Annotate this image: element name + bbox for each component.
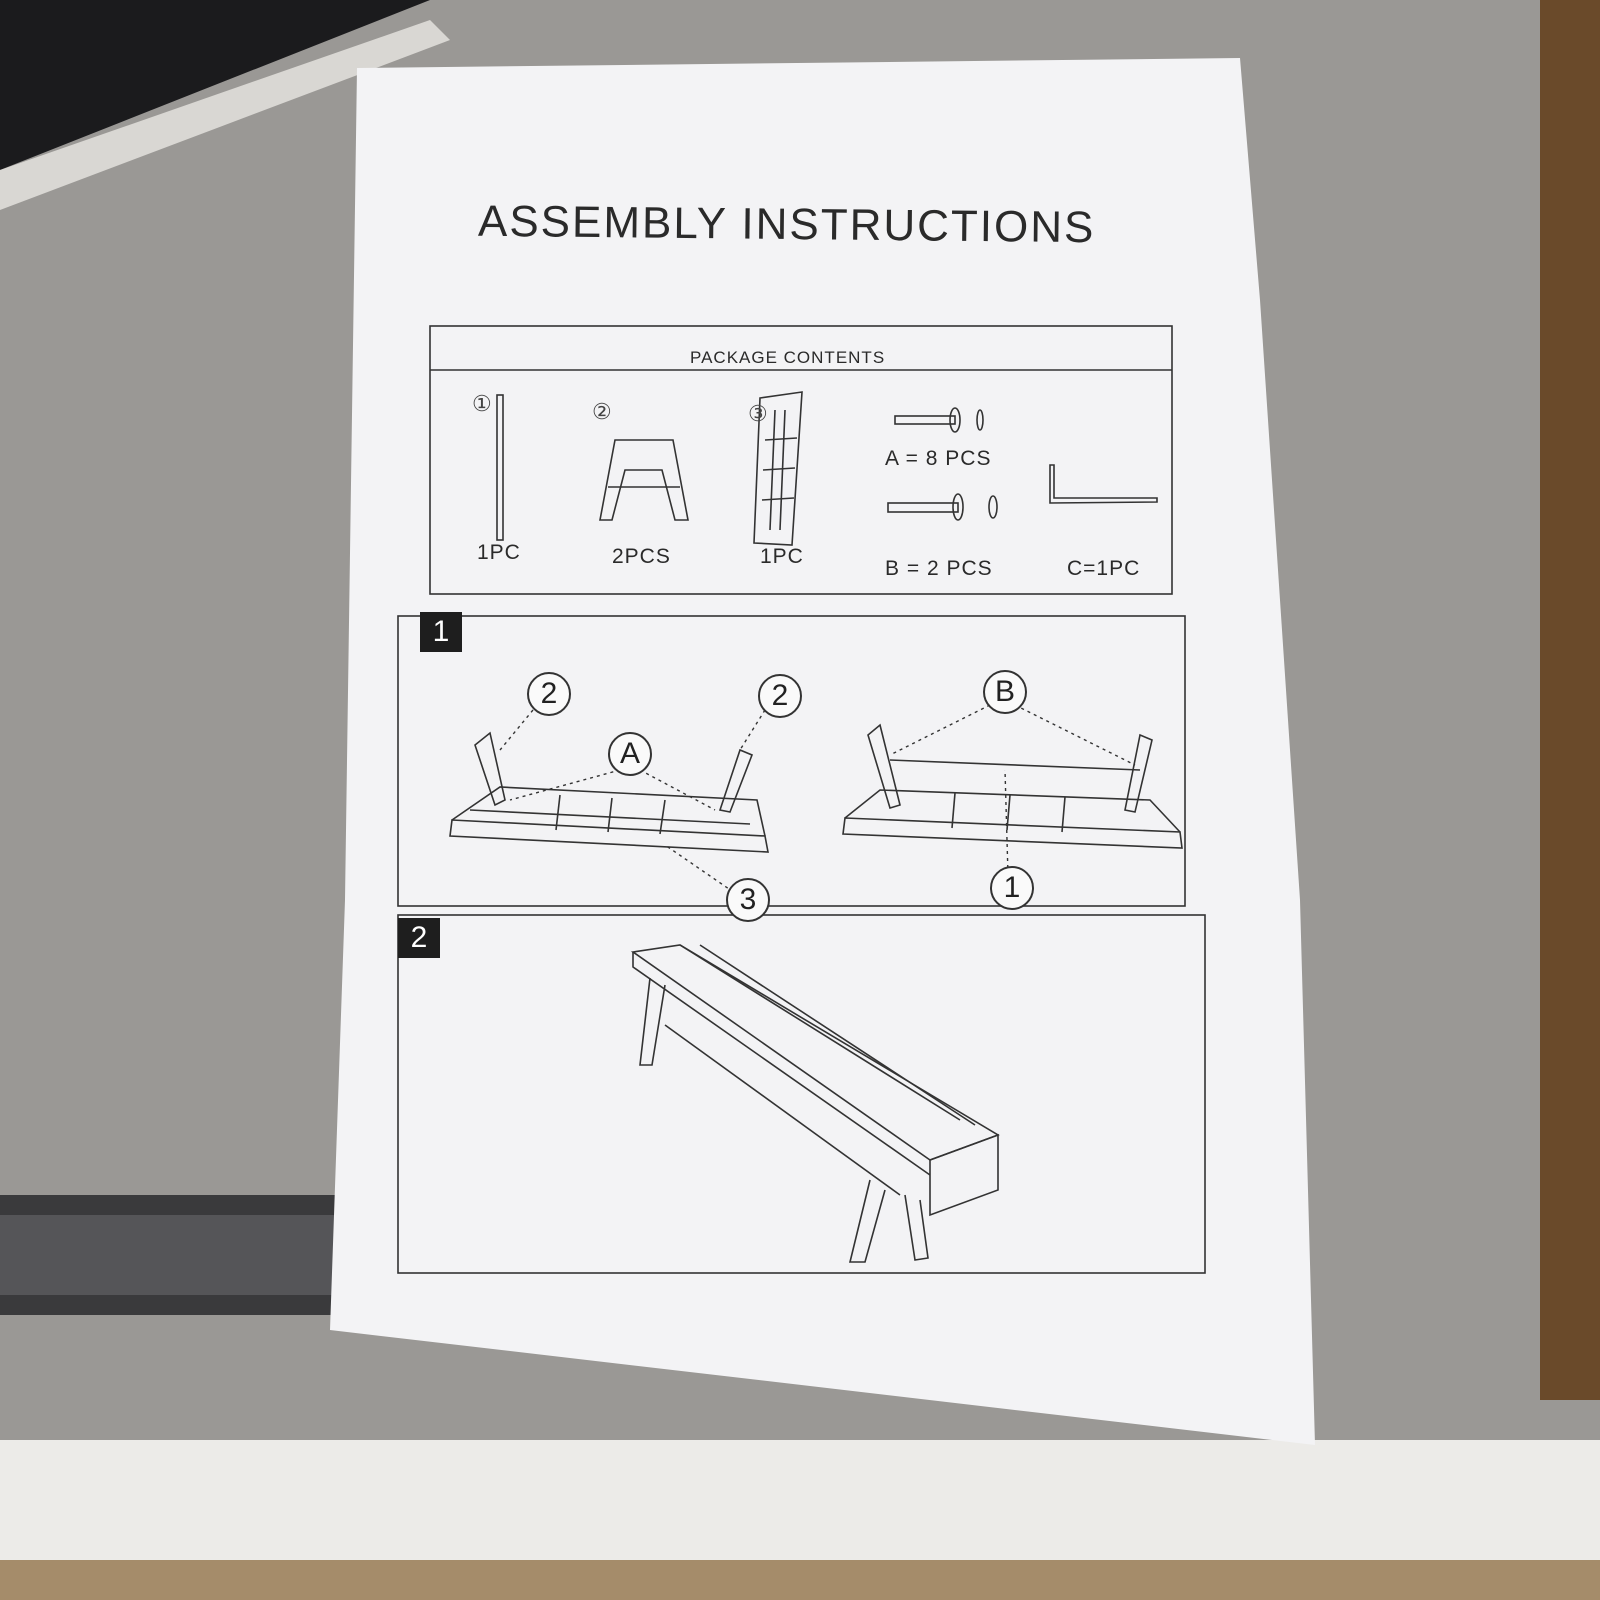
step-1-box xyxy=(397,615,1186,907)
part-rod-icon xyxy=(496,394,504,541)
package-contents-box xyxy=(429,325,1173,595)
part-3-marker: ③ xyxy=(748,402,768,427)
part-1-marker: ① xyxy=(472,392,492,417)
part-seat-frame-icon xyxy=(753,391,803,546)
allen-key-quantity: C=1PC xyxy=(1067,557,1141,580)
page-title: ASSEMBLY INSTRUCTIONS xyxy=(477,196,1096,253)
part-2-marker: ② xyxy=(592,400,612,425)
bolt-b-quantity: B = 2 PCS xyxy=(885,557,993,580)
bolt-a-icon xyxy=(894,407,984,433)
bolt-a-quantity: A = 8 PCS xyxy=(885,447,992,470)
assembled-bench-illustration xyxy=(630,944,1000,1263)
callout-part-3: 3 xyxy=(726,878,770,922)
bolt-b-icon xyxy=(887,493,998,521)
step-2-box xyxy=(397,914,1206,1274)
callout-bolt-a: A xyxy=(608,732,652,776)
callout-part-2-right: 2 xyxy=(758,674,802,718)
part-leg-frame-icon xyxy=(599,439,689,521)
allen-key-icon xyxy=(1049,464,1158,504)
step-1-right-illustration xyxy=(842,723,1183,849)
callout-part-1: 1 xyxy=(990,866,1034,910)
step-2-badge: 2 xyxy=(398,918,440,958)
callout-bolt-b: B xyxy=(983,670,1027,714)
part-3-quantity: 1PC xyxy=(760,545,804,568)
part-1-quantity: 1PC xyxy=(477,541,521,564)
part-2-quantity: 2PCS xyxy=(612,545,671,568)
package-contents-heading: PACKAGE CONTENTS xyxy=(690,348,886,367)
step-1-badge: 1 xyxy=(420,612,462,652)
step-1-left-illustration xyxy=(449,731,769,853)
callout-part-2-left: 2 xyxy=(527,672,571,716)
